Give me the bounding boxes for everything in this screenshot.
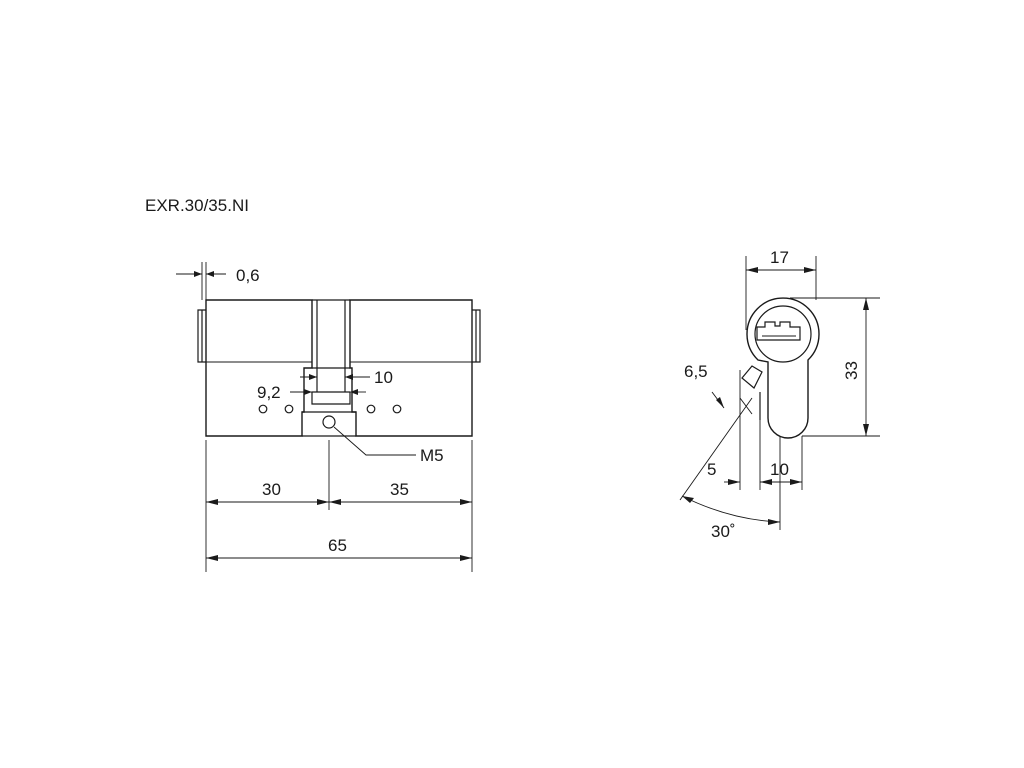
dim-total: 65 bbox=[206, 536, 472, 561]
dim-top-width: 17 bbox=[745, 248, 817, 330]
svg-text:17: 17 bbox=[770, 248, 789, 267]
svg-text:10: 10 bbox=[374, 368, 393, 387]
cam-section bbox=[302, 299, 356, 437]
dim-cam-slot: 10 bbox=[300, 368, 393, 387]
svg-text:33: 33 bbox=[842, 361, 861, 380]
dim-bottom-width: 10 bbox=[770, 460, 789, 479]
pin-hole bbox=[366, 404, 376, 414]
dim-cam-width: 9,2 bbox=[257, 383, 366, 402]
pin-holes bbox=[258, 404, 402, 414]
dim-cam-offset: 5 bbox=[707, 460, 716, 479]
svg-text:6,5: 6,5 bbox=[684, 362, 708, 381]
front-view: 17 33 6,5 5 10 bbox=[679, 248, 880, 541]
dim-right: 35 bbox=[390, 480, 409, 499]
screw-leader bbox=[333, 426, 416, 456]
cylinder-body bbox=[197, 299, 481, 437]
pin-hole bbox=[392, 404, 402, 414]
dim-screw: M5 bbox=[420, 446, 444, 465]
svg-text:0,6: 0,6 bbox=[236, 266, 260, 285]
dim-bottom: 5 10 bbox=[707, 370, 803, 490]
dim-gap: 0,6 bbox=[176, 262, 260, 300]
svg-text:30˚: 30˚ bbox=[711, 522, 736, 541]
side-view: M5 0,6 9,2 10 bbox=[176, 262, 481, 572]
dim-cam-thickness: 6,5 bbox=[684, 362, 753, 415]
dim-height: 33 bbox=[790, 297, 880, 437]
dim-angle: 30˚ bbox=[679, 397, 781, 541]
cylinder-profile bbox=[741, 297, 820, 439]
screw-hole bbox=[322, 415, 336, 429]
svg-text:9,2: 9,2 bbox=[257, 383, 281, 402]
model-code: EXR.30/35.NI bbox=[145, 196, 249, 215]
svg-text:65: 65 bbox=[328, 536, 347, 555]
dim-left: 30 bbox=[262, 480, 281, 499]
pin-hole bbox=[258, 404, 268, 414]
dim-left-right: 30 35 bbox=[206, 480, 472, 505]
pin-hole bbox=[284, 404, 294, 414]
